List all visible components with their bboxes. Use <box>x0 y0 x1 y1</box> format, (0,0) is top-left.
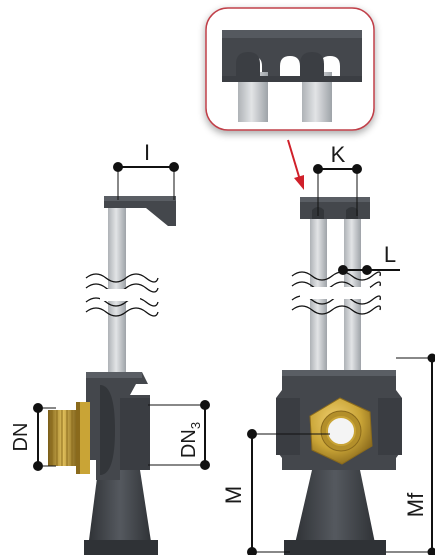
label-I: I <box>144 140 150 165</box>
label-DN: DN <box>10 423 32 452</box>
right-valve-front-view <box>276 197 402 555</box>
right-valve-base <box>294 470 376 548</box>
dimension-I <box>113 162 179 200</box>
dimension-DN <box>33 403 56 471</box>
label-K: K <box>331 142 346 167</box>
dimension-K <box>313 164 362 216</box>
right-brass-hex-nut <box>309 397 373 465</box>
left-brass-thread <box>48 402 90 474</box>
wavy-break-icon <box>85 271 381 317</box>
label-DN3-main: DN3 <box>178 422 203 458</box>
left-top-clip <box>104 196 176 226</box>
label-Mf: Mf <box>403 492 428 517</box>
label-L: L <box>384 242 396 267</box>
right-top-clip <box>300 197 370 219</box>
left-valve-side-view <box>48 196 176 555</box>
dimension-DN3 <box>148 400 210 470</box>
dimension-L <box>338 265 400 275</box>
detail-callout <box>205 7 375 131</box>
label-DN3-subscript: 3 <box>188 422 203 429</box>
dimension-M <box>247 429 330 555</box>
label-DN3: DN3 <box>178 422 203 458</box>
dimension-Mf <box>386 353 435 555</box>
left-valve-base <box>88 470 152 548</box>
dimension-lines <box>33 162 435 555</box>
red-arrow-icon <box>287 139 304 190</box>
zoomed-clip <box>222 30 362 122</box>
label-M: M <box>221 486 246 504</box>
